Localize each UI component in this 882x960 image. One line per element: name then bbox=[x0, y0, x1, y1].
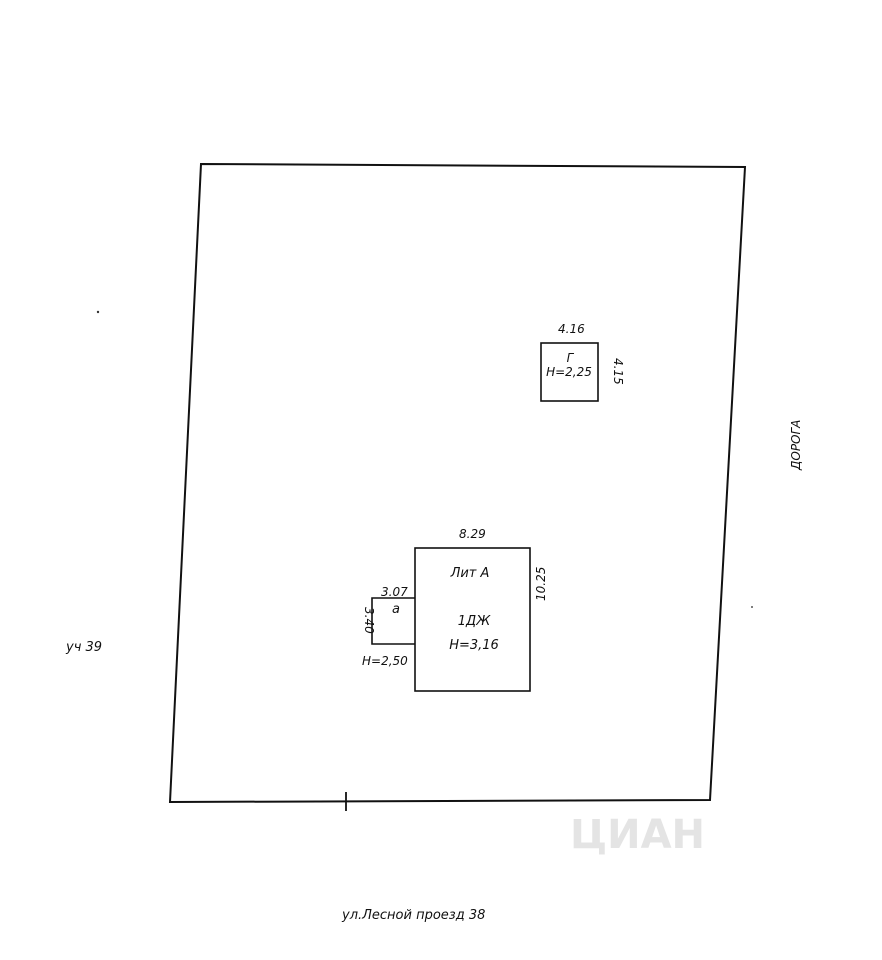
annex-width-dimension: 3.07 bbox=[381, 585, 408, 599]
garage-height-label: H=2,25 bbox=[546, 365, 592, 379]
street-address-label: ул.Лесной проезд 38 bbox=[341, 908, 485, 923]
watermark-text: ЦИАН bbox=[570, 812, 705, 858]
house-floor-type: 1ДЖ bbox=[458, 614, 491, 629]
annex-label: а bbox=[392, 602, 400, 617]
annex-height-label: H=2,50 bbox=[362, 654, 408, 668]
garage-outline bbox=[540, 342, 599, 402]
annex-outline bbox=[371, 597, 415, 645]
road-label: ДОРОГА bbox=[789, 420, 803, 471]
house-width-dimension: 8.29 bbox=[459, 527, 486, 541]
house-label: Лит А bbox=[450, 566, 490, 581]
house-depth-dimension: 10.25 bbox=[534, 567, 548, 601]
neighbor-plot-label: уч 39 bbox=[65, 640, 102, 655]
garage-depth-dimension: 4.15 bbox=[611, 358, 625, 385]
annex-depth-dimension: 3.40 bbox=[362, 607, 376, 634]
garage-width-dimension: 4.16 bbox=[558, 322, 585, 336]
house-height-label: H=3,16 bbox=[449, 638, 499, 653]
garage-label: Г bbox=[567, 351, 575, 365]
scan-dot bbox=[96, 310, 100, 314]
scan-dot bbox=[751, 606, 753, 608]
plot-boundary bbox=[168, 162, 747, 804]
house-outline bbox=[414, 547, 531, 692]
